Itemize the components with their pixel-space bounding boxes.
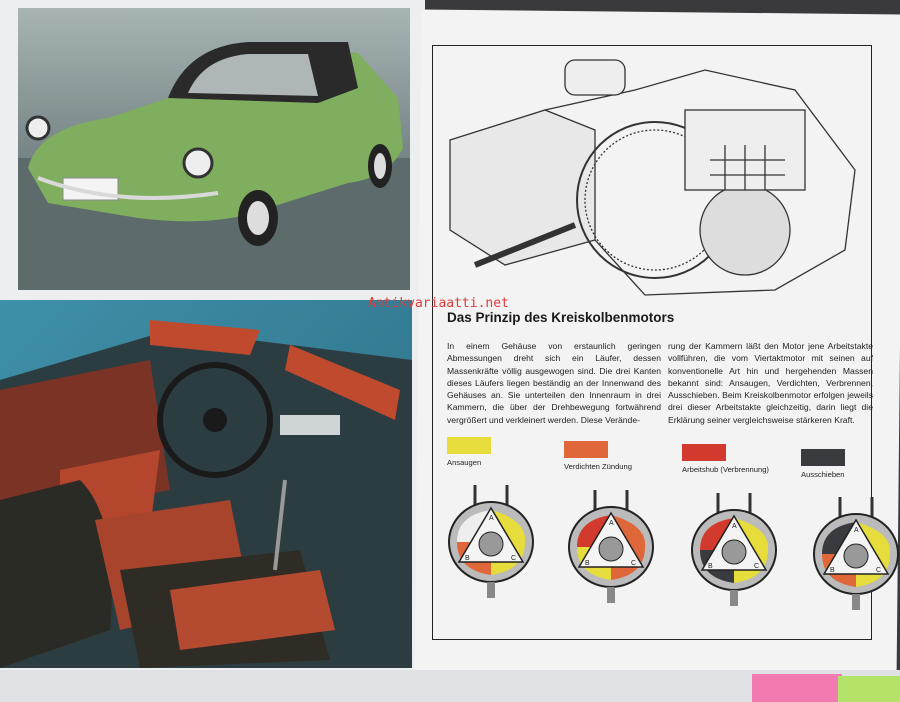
desk-surface — [0, 670, 900, 702]
engine-cutaway-drawing — [445, 50, 865, 300]
sticky-note-pink — [752, 674, 842, 702]
article-title: Das Prinzip des Kreiskolbenmotors — [447, 310, 675, 325]
article-column-1: In einem Gehäuse von erstaunlich geringe… — [447, 341, 661, 425]
svg-text:A: A — [732, 523, 737, 530]
svg-text:A: A — [609, 520, 614, 527]
legend-item-ansaugen: Ansaugen — [447, 437, 491, 467]
rotary-stage-diagram: A B C — [565, 485, 657, 605]
legend-item-verdichten: Verdichten Zündung — [564, 441, 632, 471]
interior-photo — [0, 300, 412, 668]
svg-text:B: B — [708, 563, 713, 570]
watermark: Antikvariaatti.net — [368, 296, 509, 311]
legend-label: Verdichten Zündung — [564, 462, 632, 471]
rotary-stage-diagram: A B C — [445, 480, 537, 600]
svg-text:A: A — [854, 527, 859, 534]
legend-item-ausschieben: Ausschieben — [801, 449, 845, 479]
car-photo — [18, 8, 410, 290]
legend-label: Arbeitshub (Verbrennung) — [682, 465, 769, 474]
legend-label: Ansaugen — [447, 458, 482, 467]
svg-text:B: B — [585, 560, 590, 567]
sticky-note-green — [838, 676, 900, 702]
svg-text:C: C — [876, 567, 881, 574]
svg-text:B: B — [830, 567, 835, 574]
svg-text:B: B — [465, 555, 470, 562]
diagram-frame — [432, 45, 872, 640]
svg-text:A: A — [489, 515, 494, 522]
svg-text:C: C — [511, 555, 516, 562]
rotary-stage-diagram: A B C — [688, 488, 780, 608]
svg-text:C: C — [631, 560, 636, 567]
legend-swatch — [801, 449, 845, 466]
article-column-2: rung der Kammern läßt den Motor jene Arb… — [668, 341, 873, 425]
legend-swatch — [564, 441, 608, 458]
legend-swatch — [682, 444, 726, 461]
rotary-stage-diagram: A B C — [810, 492, 900, 612]
legend-item-arbeitshub: Arbeitshub (Verbrennung) — [682, 444, 769, 474]
svg-text:C: C — [754, 563, 759, 570]
legend-label: Ausschieben — [801, 470, 845, 479]
legend-swatch — [447, 437, 491, 454]
